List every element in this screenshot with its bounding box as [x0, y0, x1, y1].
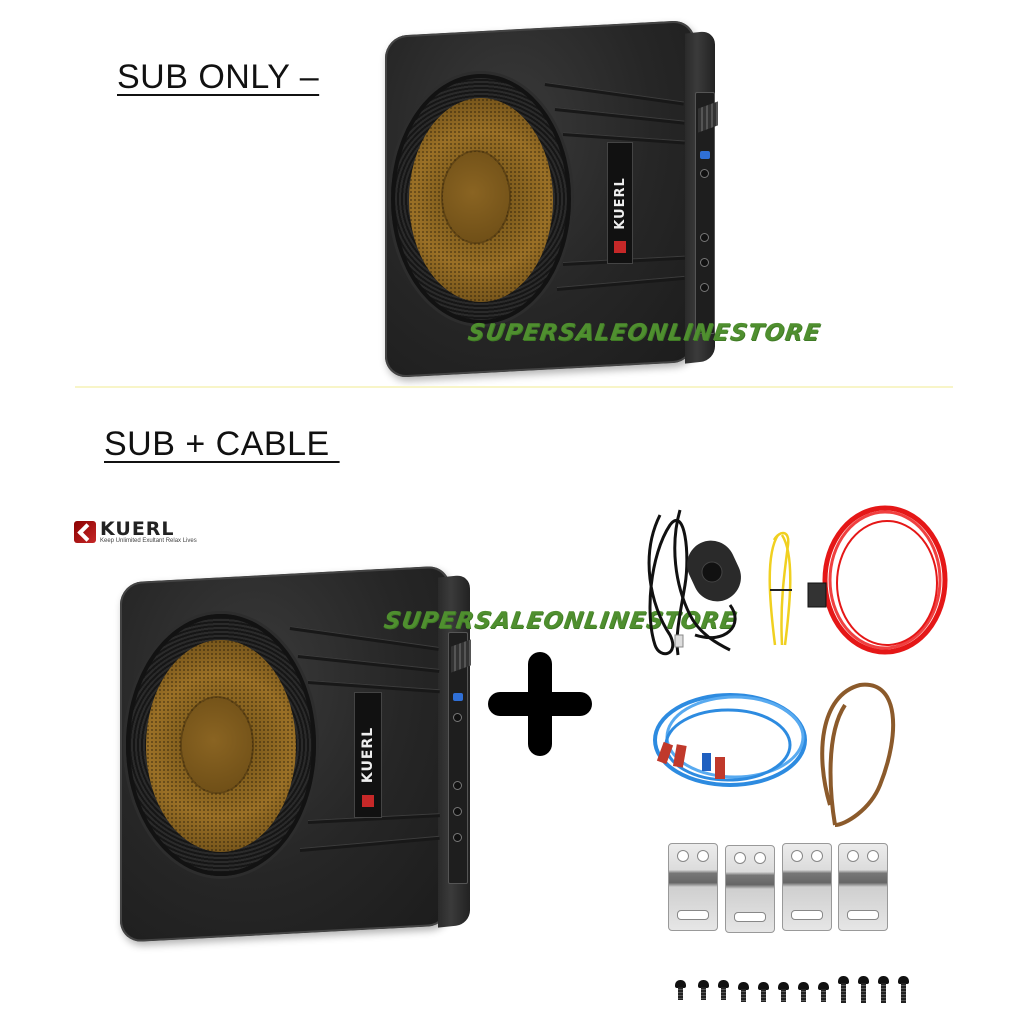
red-power-cable-icon: [807, 505, 948, 655]
screw-icon: [858, 976, 869, 1003]
kuerl-logo: KUERL Keep Unlimited Exultant Relax Live…: [74, 520, 197, 544]
screw-icon: [758, 982, 769, 1002]
brown-ground-wire-icon: [820, 682, 896, 827]
sub-only-heading: SUB ONLY –: [117, 58, 320, 96]
blue-rca-cable-icon: [653, 693, 807, 787]
screw-icon: [778, 982, 789, 1002]
logo-tagline: Keep Unlimited Exultant Relax Lives: [100, 538, 197, 544]
mounting-bracket: [725, 845, 775, 933]
mounting-bracket: [782, 843, 832, 931]
accessories-kit-image: [647, 505, 948, 827]
screw-icon: [798, 982, 809, 1002]
screw-icon: [718, 980, 729, 1000]
mounting-bracket: [668, 843, 718, 931]
logo-brand: KUERL: [100, 518, 175, 540]
subwoofer-image-sub-cable: KUERL: [120, 562, 480, 952]
screw-icon: [898, 976, 909, 1003]
section-divider: [75, 386, 953, 388]
sub-cable-heading: SUB + CABLE: [104, 425, 340, 463]
screw-icon: [838, 976, 849, 1003]
amp-control-panel: [448, 632, 471, 884]
subwoofer-image-sub-only: KUERL: [385, 12, 725, 379]
screw-icon: [818, 982, 829, 1002]
screw-icon: [738, 982, 749, 1002]
screw-icon: [878, 976, 889, 1003]
kuerl-badge: KUERL: [607, 142, 633, 264]
kuerl-k-icon: [74, 521, 96, 543]
mounting-bracket: [838, 843, 888, 931]
store-watermark-1: SUPERSALEONLINESTORE: [466, 320, 823, 346]
kuerl-badge: KUERL: [354, 692, 382, 818]
yellow-wire-icon: [768, 531, 792, 646]
screw-icon: [675, 980, 686, 1000]
amp-control-panel: [695, 92, 718, 334]
remote-controller-cable-icon: [647, 509, 741, 656]
screw-icon: [698, 980, 709, 1000]
plus-icon: [488, 652, 592, 756]
